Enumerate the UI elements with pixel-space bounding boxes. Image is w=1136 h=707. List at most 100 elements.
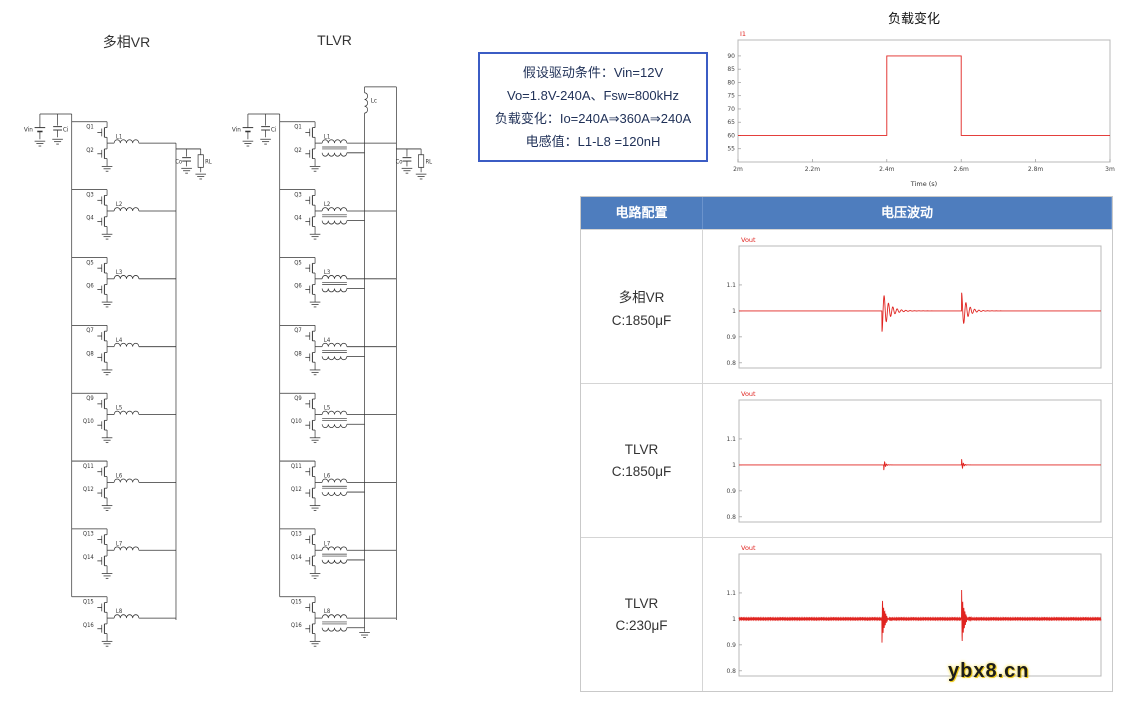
svg-text:Q12: Q12	[291, 487, 302, 493]
svg-text:2.8m: 2.8m	[1028, 166, 1044, 173]
svg-text:L3: L3	[324, 270, 331, 276]
vout-chart-tlvr-1850: 0.8 0.9 1 1.1 Vout	[709, 386, 1107, 535]
row-config-label: TLVR	[624, 442, 659, 457]
svg-text:80: 80	[727, 79, 735, 86]
svg-text:60: 60	[727, 132, 735, 139]
svg-text:Q4: Q4	[86, 216, 94, 222]
svg-text:L6: L6	[116, 473, 123, 479]
svg-text:Ci: Ci	[63, 126, 69, 133]
load-chart-title: 负载变化	[887, 11, 940, 26]
svg-text:Q6: Q6	[294, 283, 302, 289]
row-config-capacitance: C:1850μF	[611, 312, 672, 328]
svg-text:Vout: Vout	[741, 236, 756, 244]
svg-text:L3: L3	[116, 270, 123, 276]
watermark: ybx8.cn	[948, 660, 1030, 682]
svg-text:Q9: Q9	[294, 396, 302, 402]
svg-text:Q2: Q2	[294, 148, 302, 154]
svg-text:0.9: 0.9	[726, 487, 736, 494]
svg-text:Q4: Q4	[294, 216, 302, 222]
svg-text:Q5: Q5	[86, 260, 94, 266]
svg-text:Q15: Q15	[291, 599, 302, 605]
row-config-capacitance: C:230μF	[615, 618, 668, 633]
svg-text:90: 90	[727, 53, 735, 60]
svg-text:1: 1	[732, 615, 736, 622]
svg-text:Q11: Q11	[291, 464, 302, 470]
table-row-config-multiphase-1850: 多相VR C:1850μF	[581, 229, 703, 383]
svg-text:Q6: Q6	[86, 283, 94, 289]
svg-text:85: 85	[727, 66, 735, 73]
assumption-line: 电感值：L1-L8 =120nH	[525, 134, 661, 149]
svg-text:Q7: Q7	[294, 328, 302, 334]
schematic-title-tlvr: TLVR	[317, 32, 352, 48]
svg-text:L4: L4	[324, 338, 331, 344]
svg-text:Vin: Vin	[232, 126, 241, 133]
svg-text:L6: L6	[324, 473, 331, 479]
svg-text:Q10: Q10	[83, 419, 94, 425]
svg-text:Q15: Q15	[83, 599, 94, 605]
svg-text:Q8: Q8	[294, 351, 302, 357]
svg-text:0.8: 0.8	[726, 667, 736, 674]
svg-text:Vout: Vout	[741, 544, 756, 552]
svg-text:L5: L5	[324, 406, 331, 412]
assumption-line: 负载变化：Io=240A⇒360A⇒240A	[494, 111, 692, 126]
svg-text:L7: L7	[324, 541, 331, 547]
svg-text:L2: L2	[116, 202, 122, 208]
svg-text:Q12: Q12	[83, 487, 94, 493]
svg-text:0.8: 0.8	[726, 513, 736, 520]
svg-text:Q1: Q1	[294, 124, 302, 130]
svg-text:1: 1	[732, 461, 736, 468]
svg-text:RL: RL	[426, 159, 433, 165]
row-config-label: TLVR	[624, 596, 659, 611]
svg-text:1.1: 1.1	[726, 435, 736, 442]
svg-text:3m: 3m	[1105, 166, 1115, 173]
svg-text:Q14: Q14	[83, 555, 94, 561]
svg-text:L2: L2	[324, 202, 330, 208]
svg-text:Q5: Q5	[294, 260, 302, 266]
svg-text:2.4m: 2.4m	[879, 166, 895, 173]
table-header-config: 电路配置	[581, 197, 703, 229]
svg-text:L7: L7	[116, 541, 123, 547]
table-row-config-tlvr-230: TLVR C:230μF	[581, 537, 703, 691]
svg-text:Q8: Q8	[86, 351, 94, 357]
schematic-title-multiphase-vr: 多相VR	[102, 34, 151, 50]
svg-text:2.2m: 2.2m	[805, 166, 821, 173]
svg-text:2m: 2m	[733, 166, 743, 173]
svg-text:55: 55	[727, 146, 735, 153]
svg-text:Co: Co	[396, 159, 404, 165]
svg-text:65: 65	[727, 119, 735, 126]
svg-text:2.6m: 2.6m	[954, 166, 970, 173]
table-cell-wave: 0.8 0.9 1 1.1 Vout	[703, 383, 1112, 536]
svg-text:Time (s): Time (s)	[910, 180, 937, 188]
svg-text:Q10: Q10	[291, 419, 302, 425]
svg-text:L8: L8	[116, 609, 123, 615]
svg-text:I1: I1	[740, 30, 746, 38]
svg-text:Co: Co	[175, 159, 183, 165]
svg-text:Q1: Q1	[86, 124, 94, 130]
table-header-wave: 电压波动	[703, 197, 1112, 229]
svg-text:Q14: Q14	[291, 555, 302, 561]
assumptions-box: 假设驱动条件：Vin=12V Vo=1.8V-240A、Fsw=800kHz 负…	[478, 52, 708, 162]
svg-text:Q2: Q2	[86, 148, 94, 154]
svg-text:Vin: Vin	[24, 126, 33, 133]
svg-text:Lc: Lc	[371, 97, 377, 104]
svg-text:75: 75	[727, 93, 735, 100]
assumption-line: 假设驱动条件：Vin=12V	[522, 65, 664, 80]
svg-text:Q3: Q3	[294, 192, 302, 198]
svg-text:Vout: Vout	[741, 390, 756, 398]
svg-text:RL: RL	[205, 159, 212, 165]
row-config-label: 多相VR	[618, 289, 665, 305]
svg-text:0.8: 0.8	[726, 359, 736, 366]
svg-text:L4: L4	[116, 338, 123, 344]
svg-text:Q13: Q13	[83, 532, 94, 538]
svg-text:L8: L8	[324, 609, 331, 615]
svg-text:Q16: Q16	[291, 623, 302, 629]
